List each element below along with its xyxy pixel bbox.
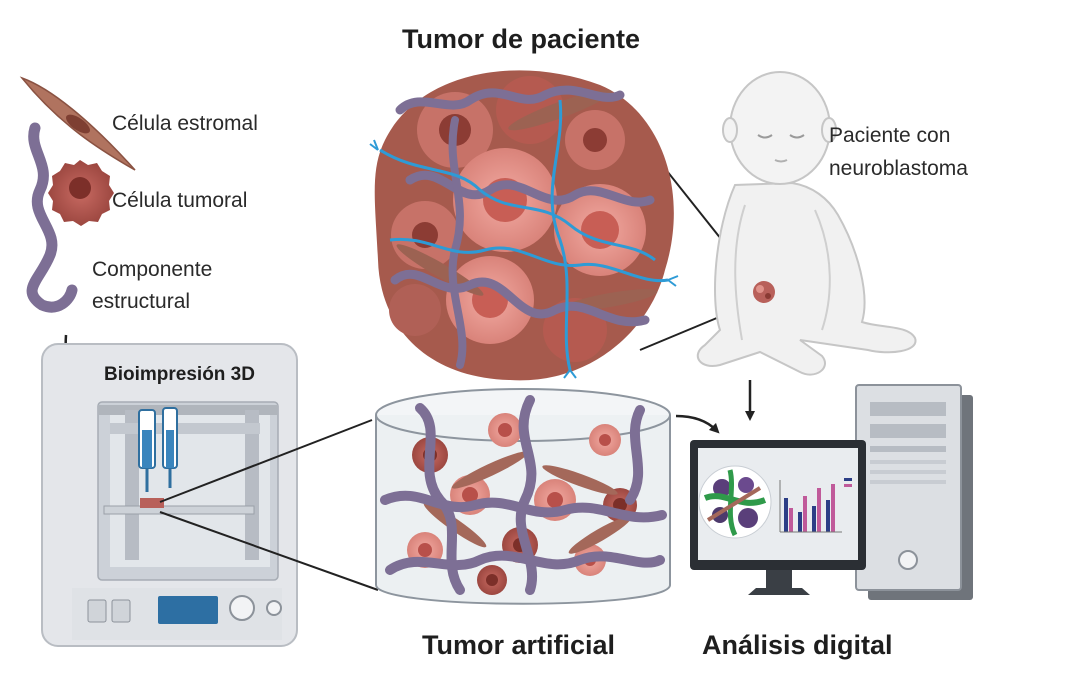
artificial-tumor-illustration — [375, 388, 671, 605]
legend-structural-label-line1: Componente — [92, 258, 213, 281]
patient-tumor-title: Tumor de paciente — [402, 24, 641, 54]
legend-structural-label-line2: estructural — [92, 290, 191, 313]
patient-tumor-illustration — [369, 70, 679, 381]
computer-illustration — [690, 384, 973, 600]
patient-label-line1: Paciente con — [829, 124, 951, 147]
tumor-cell-icon — [48, 160, 114, 226]
legend-stromal-cell-label: Célula estromal — [112, 112, 258, 135]
arrow-artificial-to-computer — [675, 414, 720, 434]
bioprinter-illustration — [41, 343, 298, 647]
artificial-tumor-title: Tumor artificial — [422, 630, 616, 660]
connector-printer-top — [159, 419, 373, 503]
printer-label: Bioimpresión 3D — [104, 364, 255, 385]
patient-label-line2: neuroblastoma — [829, 157, 968, 180]
connector-printer-bottom — [159, 511, 379, 591]
legend-tumor-cell-label: Célula tumoral — [112, 189, 248, 212]
structural-component-icon — [26, 122, 78, 313]
baby-patient-illustration — [696, 71, 917, 376]
digital-analysis-title: Análisis digital — [702, 630, 893, 660]
stromal-cell-icon — [19, 76, 136, 171]
